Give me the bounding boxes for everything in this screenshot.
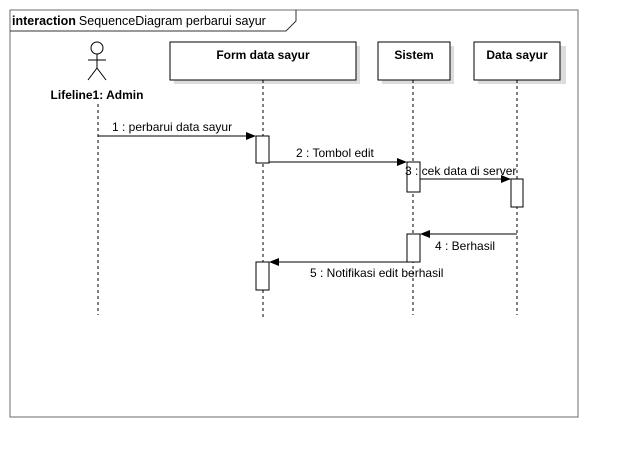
activation-bar-form-2 bbox=[255, 261, 270, 291]
lifeline-head bbox=[377, 41, 451, 81]
message-4: 4 : Berhasil bbox=[420, 230, 517, 253]
actor-label: Lifeline1: Admin bbox=[51, 88, 144, 102]
lifeline-sistem: Sistem bbox=[377, 41, 454, 315]
message-arrowhead-icon bbox=[420, 230, 430, 238]
activation-bar-form-1 bbox=[255, 135, 270, 164]
message-label: 4 : Berhasil bbox=[435, 239, 495, 253]
lifeline-label: Sistem bbox=[394, 48, 433, 62]
message-arrowhead-icon bbox=[269, 258, 279, 266]
activation-bar-sistem-1 bbox=[406, 161, 421, 193]
frame-keyword: interaction bbox=[12, 14, 76, 28]
message-label: 2 : Tombol edit bbox=[296, 146, 374, 160]
lifeline-data-sayur: Data sayur bbox=[473, 41, 566, 315]
message-3: 3 : cek data di server bbox=[405, 164, 516, 183]
message-5: 5 : Notifikasi edit berhasil bbox=[269, 258, 443, 280]
lifeline-form-data-sayur: Form data sayur bbox=[169, 41, 360, 318]
message-arrowhead-icon bbox=[246, 132, 256, 140]
frame-name: SequenceDiagram perbarui sayur bbox=[79, 14, 266, 28]
message-arrowhead-icon bbox=[501, 175, 511, 183]
actor-admin: Lifeline1: Admin bbox=[51, 41, 144, 315]
actor-stick-figure-icon bbox=[87, 41, 107, 81]
activation-bar-sistem-2 bbox=[406, 233, 421, 263]
message-1: 1 : perbarui data sayur bbox=[98, 120, 256, 140]
activation-bar-data-1 bbox=[510, 178, 524, 208]
lifeline-head bbox=[473, 41, 561, 81]
lifeline-head bbox=[169, 41, 357, 81]
message-label: 5 : Notifikasi edit berhasil bbox=[310, 266, 443, 280]
message-label: 3 : cek data di server bbox=[405, 164, 516, 178]
message-2: 2 : Tombol edit bbox=[269, 146, 407, 166]
message-label: 1 : perbarui data sayur bbox=[112, 120, 232, 134]
message-arrowhead-icon bbox=[397, 158, 407, 166]
lifeline-label: Data sayur bbox=[486, 48, 548, 62]
lifeline-label: Form data sayur bbox=[216, 48, 310, 62]
